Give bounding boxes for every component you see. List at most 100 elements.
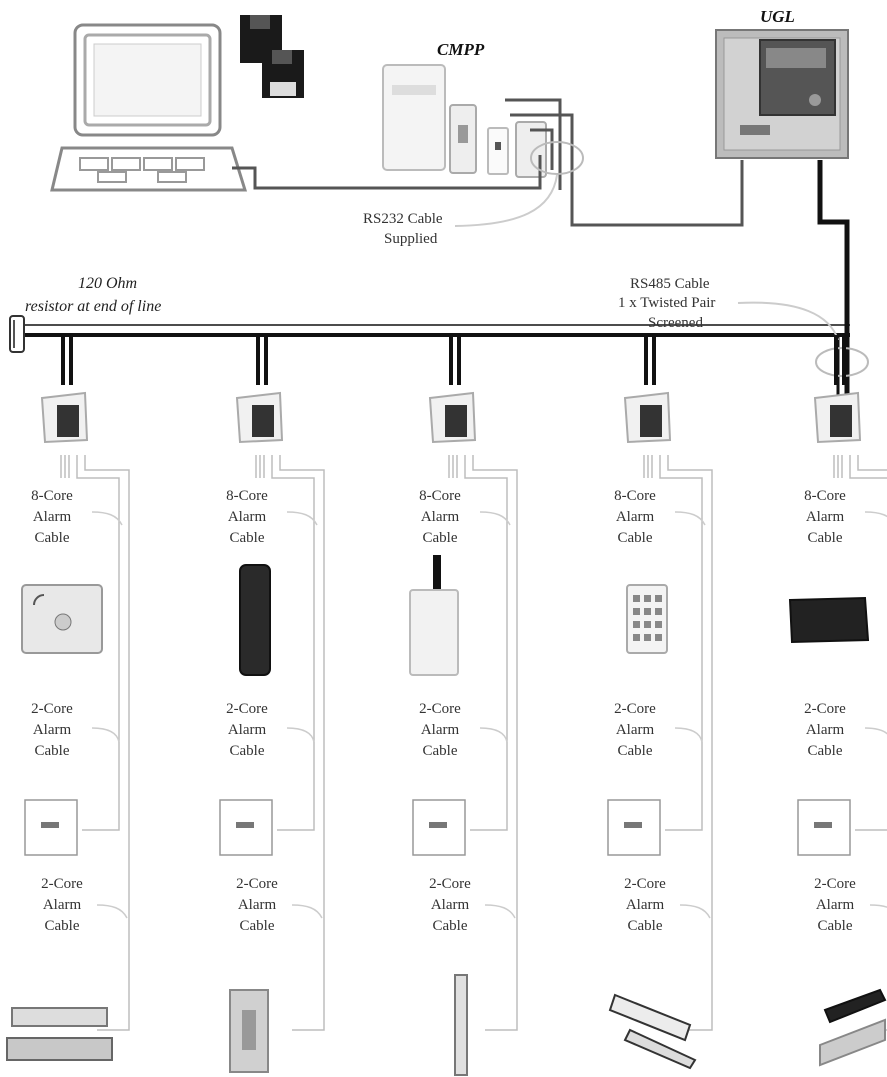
- rs232-label-line2: Supplied: [384, 231, 438, 247]
- thin-wire: [849, 455, 887, 831]
- cable-label: Alarm: [228, 722, 267, 738]
- cable-label: 2-Core: [236, 876, 278, 892]
- cable-label: Cable: [433, 918, 468, 934]
- rs485-label-line2: 1 x Twisted Pair: [618, 295, 715, 311]
- resistor-label-line2: resistor at end of line: [25, 298, 161, 315]
- cable-label: Alarm: [806, 509, 845, 525]
- leader-line: [864, 511, 887, 518]
- thin-wire: [667, 455, 713, 1031]
- door-column: 8-CoreAlarmCable2-CoreAlarmCable2-CoreAl…: [409, 335, 518, 1076]
- ugl-header: UGL: [760, 7, 795, 26]
- cable-label: Alarm: [33, 509, 72, 525]
- ugl-controller-icon: [715, 29, 849, 159]
- leader-line: [674, 511, 706, 526]
- thin-wire: [271, 455, 315, 831]
- leader-line: [91, 727, 120, 743]
- cable-label: 8-Core: [419, 488, 461, 504]
- door-column: 8-CoreAlarmCable2-CoreAlarmCable2-CoreAl…: [788, 335, 887, 1067]
- leader-line: [479, 511, 511, 526]
- leader-line: [96, 904, 128, 919]
- exit-button-icon: [797, 799, 851, 856]
- cable-label: Alarm: [421, 509, 460, 525]
- keypad-reader-icon: [626, 584, 668, 654]
- interface-module-icon: [40, 391, 89, 444]
- cable-label: Cable: [618, 743, 653, 759]
- thin-wire: [279, 455, 325, 1031]
- shear-lock-icon: [608, 993, 697, 1070]
- slim-proximity-reader-icon: [239, 564, 271, 676]
- cable-label: Cable: [230, 530, 265, 546]
- cable-label: Alarm: [616, 509, 655, 525]
- thin-wire: [464, 455, 508, 831]
- cable-label: Alarm: [33, 722, 72, 738]
- door-column: 8-CoreAlarmCable2-CoreAlarmCable2-CoreAl…: [219, 335, 325, 1073]
- mortice-strike-icon: [454, 974, 468, 1076]
- cable-label: Cable: [423, 530, 458, 546]
- cable-label: 2-Core: [419, 701, 461, 717]
- dark-proximity-reader-icon: [788, 596, 870, 644]
- leader-line: [286, 511, 318, 526]
- thin-wire: [76, 455, 120, 831]
- leader-line: [864, 727, 887, 735]
- cable-label: Alarm: [806, 722, 845, 738]
- leader-line: [479, 727, 508, 743]
- mag-lock-bracket-icon: [819, 988, 887, 1067]
- exit-button-icon: [219, 799, 273, 856]
- resistor-label-line1: 120 Ohm: [78, 275, 137, 292]
- cable-label: 2-Core: [429, 876, 471, 892]
- cable-label: Cable: [808, 743, 843, 759]
- leader-line: [291, 904, 323, 919]
- leader-line: [674, 727, 703, 743]
- cmpp-header: CMPP: [437, 40, 485, 59]
- thin-wire: [472, 455, 518, 1031]
- door-columns: 8-CoreAlarmCable2-CoreAlarmCable2-CoreAl…: [6, 335, 887, 1076]
- rs485-bus: [20, 324, 850, 337]
- swipe-card-reader-icon: [409, 555, 459, 676]
- cable-label: Alarm: [626, 897, 665, 913]
- cable-label: 2-Core: [226, 701, 268, 717]
- cable-label: 2-Core: [614, 701, 656, 717]
- cable-label: 2-Core: [41, 876, 83, 892]
- cable-label: Cable: [240, 918, 275, 934]
- exit-button-icon: [24, 799, 78, 856]
- thin-wire: [659, 455, 703, 831]
- magnetic-lock-icon: [6, 1007, 113, 1061]
- floppy-disk-icon: [240, 15, 304, 98]
- cable-label: Alarm: [431, 897, 470, 913]
- leader-line: [869, 904, 887, 908]
- leader-line: [286, 727, 315, 743]
- exit-button-icon: [607, 799, 661, 856]
- leader-line: [91, 511, 123, 526]
- thin-wire: [84, 455, 130, 1031]
- cmpp-programmer-icon: [382, 64, 547, 178]
- rs485-label-line1: RS485 Cable: [630, 276, 710, 292]
- cable-label: Cable: [35, 743, 70, 759]
- cable-label: 2-Core: [814, 876, 856, 892]
- cable-label: 2-Core: [804, 701, 846, 717]
- cable-label: Alarm: [421, 722, 460, 738]
- leader-line: [484, 904, 516, 919]
- cable-label: Cable: [618, 530, 653, 546]
- thin-wire: [857, 455, 887, 1031]
- interface-module-icon: [428, 391, 477, 444]
- cable-label: 2-Core: [31, 701, 73, 717]
- resistor-icon: [9, 315, 25, 353]
- cable-label: Alarm: [616, 722, 655, 738]
- door-column: 8-CoreAlarmCable2-CoreAlarmCable2-CoreAl…: [607, 335, 713, 1070]
- cable-label: Cable: [230, 743, 265, 759]
- cable-label: Cable: [423, 743, 458, 759]
- rs485-label-line3: Screened: [648, 315, 703, 331]
- cable-label: Alarm: [816, 897, 855, 913]
- interface-module-icon: [813, 391, 862, 444]
- electric-strike-icon: [229, 989, 269, 1073]
- leader-line: [679, 904, 711, 919]
- cable-label: 8-Core: [614, 488, 656, 504]
- laptop-icon: [50, 23, 248, 192]
- cable-label: Alarm: [228, 509, 267, 525]
- cable-label: Alarm: [238, 897, 277, 913]
- cable-label: 8-Core: [804, 488, 846, 504]
- cable-label: 8-Core: [226, 488, 268, 504]
- cable-label: Alarm: [43, 897, 82, 913]
- door-column: 8-CoreAlarmCable2-CoreAlarmCable2-CoreAl…: [6, 335, 130, 1061]
